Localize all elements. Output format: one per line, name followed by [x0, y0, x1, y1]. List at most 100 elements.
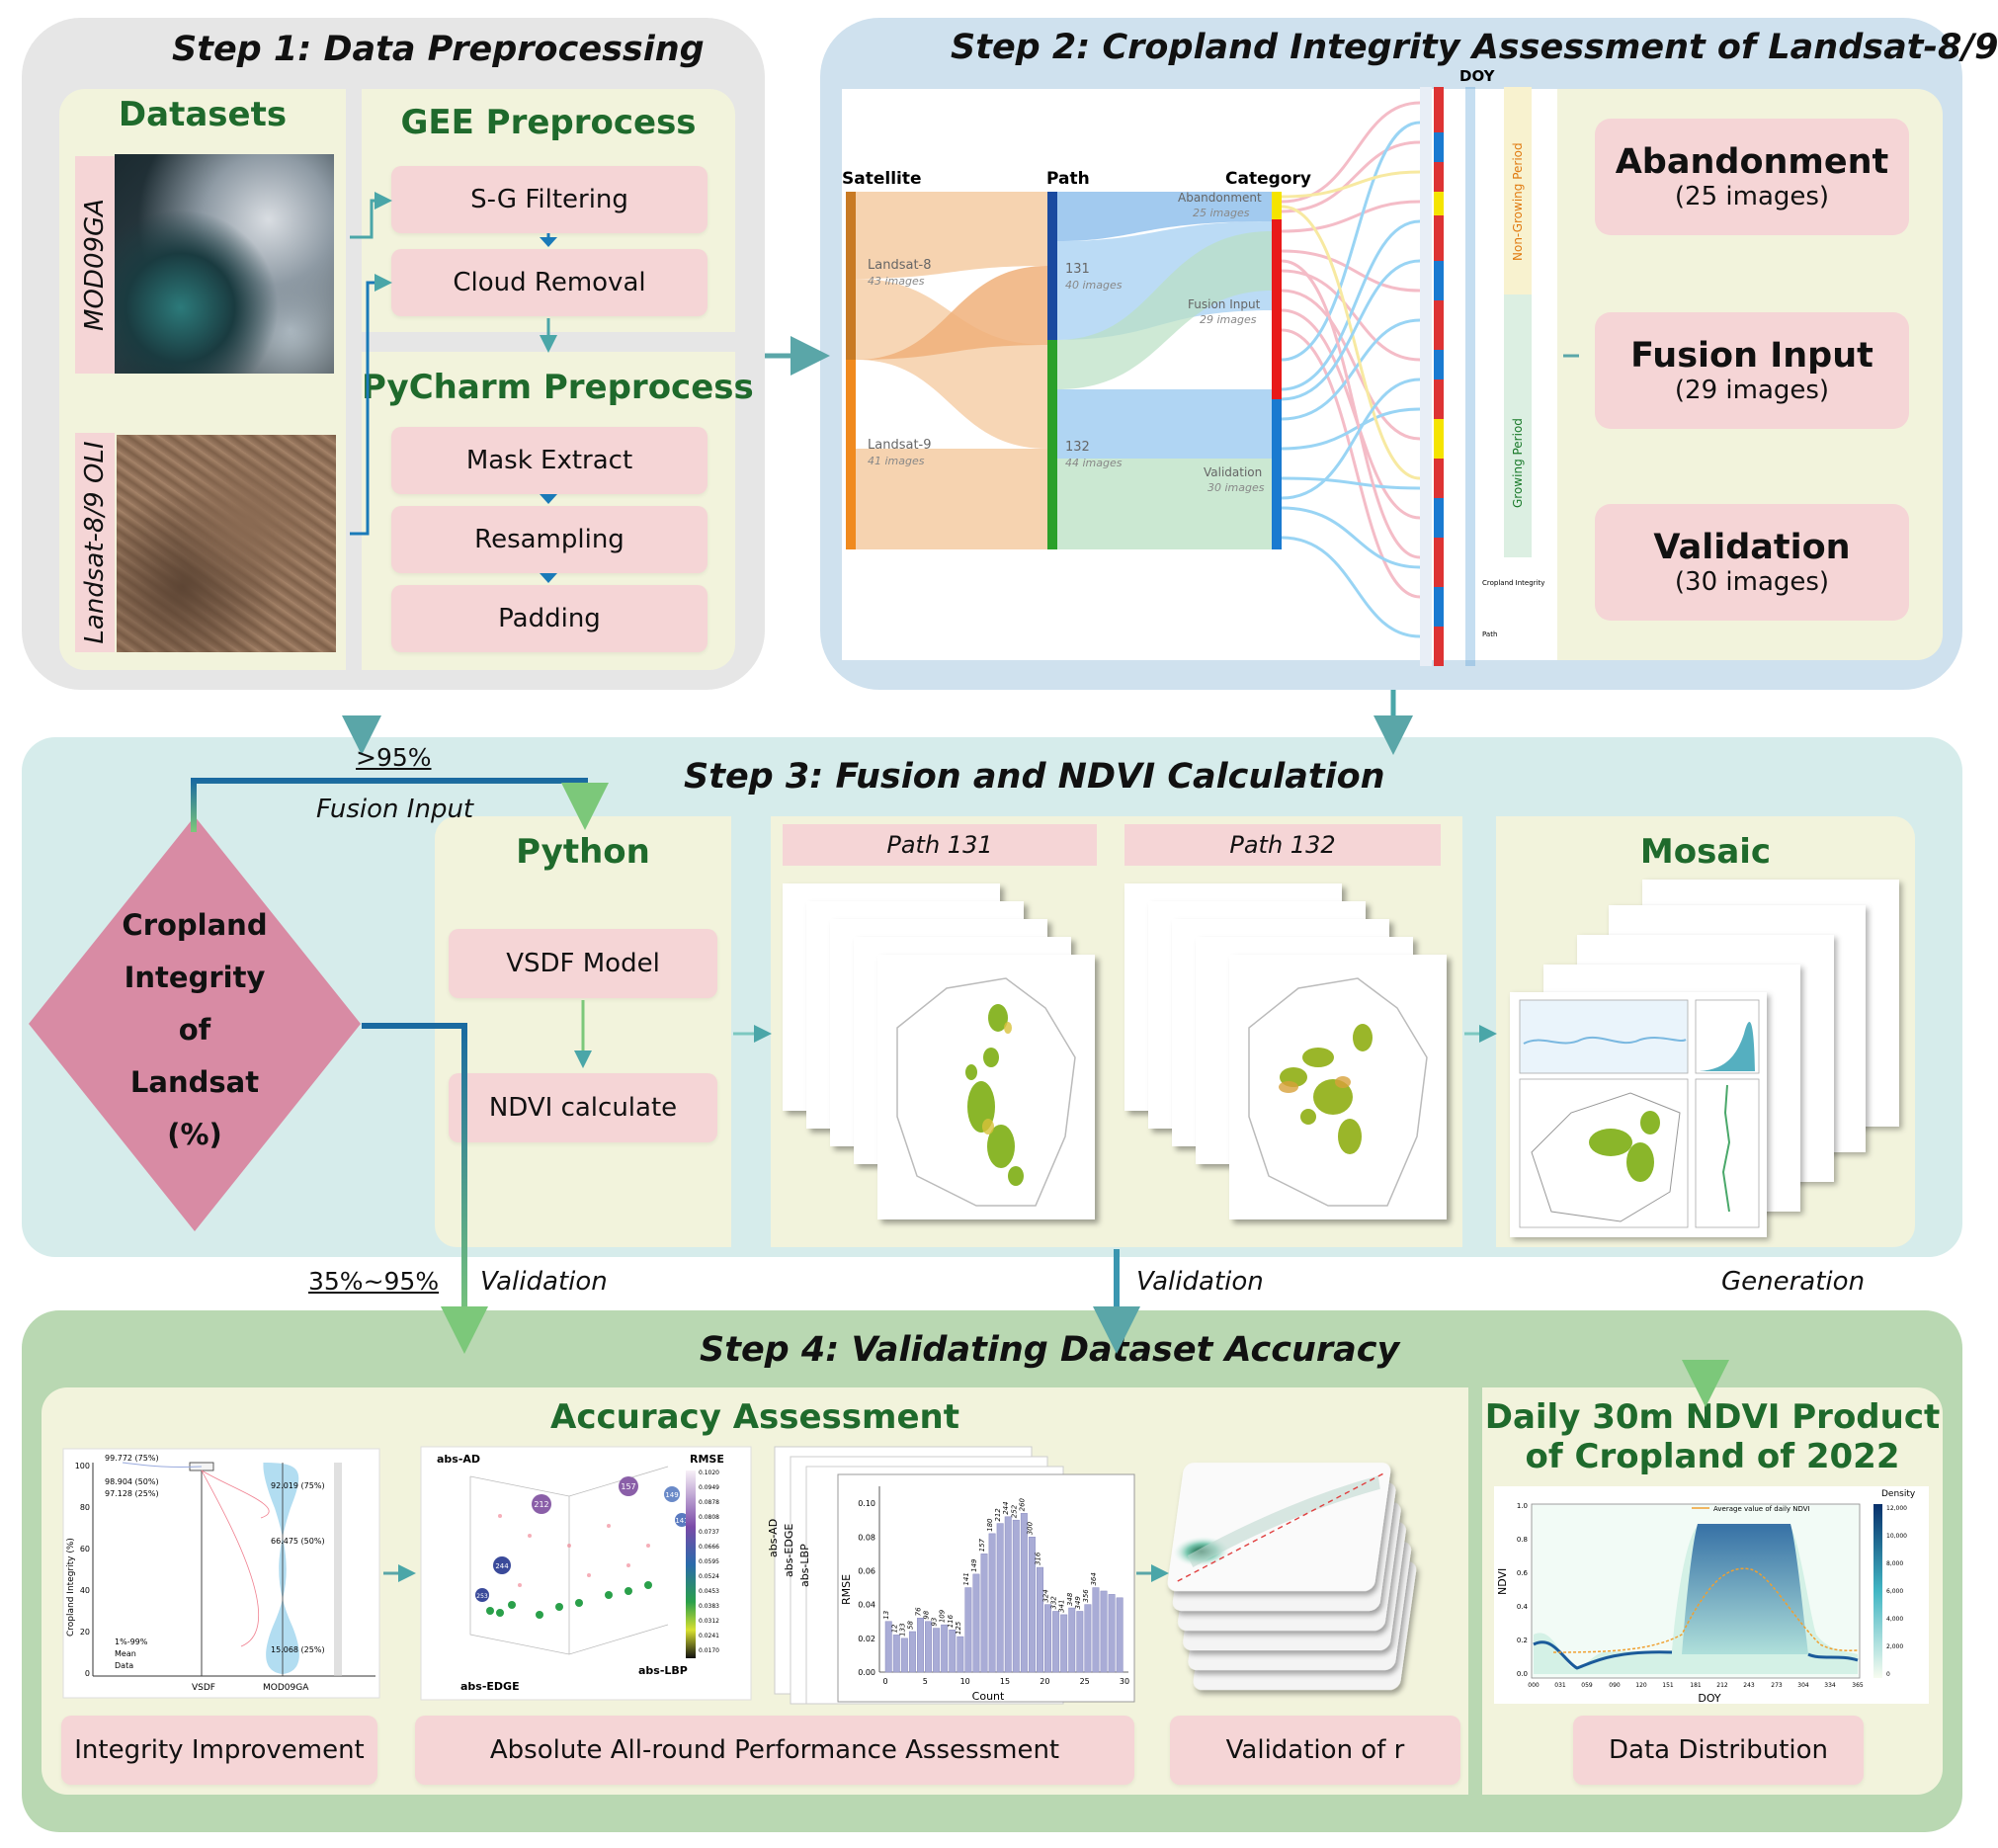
- bubble-label: 141: [675, 1517, 688, 1525]
- bar-xtick: 30: [1120, 1677, 1129, 1686]
- padding-box: Padding: [391, 585, 708, 652]
- path132-image-stack: [1124, 883, 1447, 1219]
- threshold-mid-label: 35%~95%: [308, 1267, 440, 1296]
- bar-14: [988, 1533, 996, 1673]
- sankey-cat3: Validation: [1204, 465, 1262, 479]
- bar-back-label: abs-EDGE: [783, 1524, 795, 1577]
- sankey-col-satellite: Satellite: [842, 169, 922, 189]
- path131-image-stack: [783, 883, 1095, 1219]
- density-tick: 4,000: [1886, 1616, 1903, 1623]
- ndvi-xtick: 334: [1824, 1682, 1836, 1689]
- bar-data-label: 260: [1018, 1497, 1026, 1511]
- ndvi-ytick: 0.2: [1517, 1637, 1528, 1644]
- scatter3d-chart: abs-AD RMSE abs-EDGE abs-LBP 212 157 149…: [420, 1446, 752, 1701]
- colorbar-tick: 0.0737: [699, 1529, 719, 1536]
- colorbar-tick: 0.0312: [699, 1618, 719, 1625]
- violin-legend-3: Data: [115, 1661, 133, 1670]
- python-heading: Python: [516, 832, 650, 872]
- bar-12: [972, 1573, 980, 1673]
- pycharm-heading: PyCharm Preprocess: [362, 368, 754, 407]
- ndvi-xtick: 120: [1635, 1682, 1647, 1689]
- bar-21: [1044, 1604, 1052, 1673]
- decision-line-5: (%): [167, 1118, 222, 1151]
- colorbar-tick: 0.0453: [699, 1588, 719, 1595]
- bar-25: [1076, 1611, 1084, 1673]
- sankey-path2-count: 44 images: [1065, 457, 1123, 469]
- validation-count: (30 images): [1674, 567, 1830, 597]
- bar-ytick: 0.00: [858, 1668, 875, 1677]
- colorbar-tick: 0.0383: [699, 1603, 719, 1610]
- colorbar-tick: 0.0666: [699, 1544, 719, 1551]
- ndvi-density-label: Density: [1881, 1489, 1916, 1499]
- bar-data-label: 364: [1090, 1572, 1098, 1585]
- sankey-col-path: Path: [1046, 169, 1090, 189]
- validation-label: Validation: [1653, 528, 1851, 567]
- density-tick: 0: [1886, 1671, 1890, 1678]
- abandonment-count: (25 images): [1674, 182, 1830, 211]
- sankey-sat2-count: 41 images: [868, 455, 925, 467]
- ndvi-xtick: 000: [1528, 1682, 1540, 1689]
- mosaic-image-stack: [1510, 880, 1899, 1237]
- colorbar-tick: 0.1020: [699, 1470, 719, 1476]
- all-round-assessment-label: Absolute All-round Performance Assessmen…: [415, 1716, 1134, 1785]
- bubble-label: 212: [534, 1500, 548, 1509]
- gee-heading: GEE Preprocess: [400, 103, 697, 142]
- bar-30: [1116, 1597, 1124, 1673]
- scatter3d-colorbar-ticks: 0.1020 0.0949 0.0878 0.0808 0.0737 0.066…: [699, 1470, 719, 1654]
- ndvi-xtick: 304: [1797, 1682, 1809, 1689]
- bar-8: [941, 1624, 949, 1673]
- sankey-sat1: Landsat-8: [868, 258, 932, 273]
- bar-data-label: 300: [1026, 1521, 1034, 1535]
- colorbar-tick: 0.0595: [699, 1558, 719, 1565]
- bar-ytick: 0.04: [858, 1601, 875, 1610]
- sankey-cat2: Fusion Input: [1188, 297, 1261, 311]
- bar-29: [1108, 1594, 1116, 1673]
- bar-xtick: 10: [960, 1677, 970, 1686]
- landsat-label-bar: [75, 433, 115, 652]
- bar-data-label: 244: [1002, 1501, 1010, 1514]
- bar-data-label: 76: [914, 1607, 922, 1616]
- bar-2: [892, 1635, 900, 1673]
- density-tick: 6,000: [1886, 1588, 1903, 1595]
- threshold-high-label: >95%: [356, 743, 432, 772]
- bar-xtick: 20: [1040, 1677, 1049, 1686]
- ndvi-xtick: 273: [1771, 1682, 1783, 1689]
- bar-ylabel: RMSE: [840, 1574, 853, 1605]
- mod09ga-label-bar: [75, 156, 115, 374]
- step4-title: Step 4: Validating Dataset Accuracy: [700, 1330, 1400, 1370]
- bar-xtick: 15: [1000, 1677, 1010, 1686]
- fusion-input-box: Fusion Input (29 images): [1595, 312, 1909, 429]
- ndvi-legend: Average value of daily NDVI: [1713, 1505, 1810, 1513]
- violin-yticks: 100 80 60 40 20 0: [75, 1462, 90, 1678]
- sankey-diagram: Satellite Path Category DOY: [842, 67, 1544, 666]
- ndvi-ytick: 0.4: [1517, 1603, 1529, 1611]
- bar-ytick: 0.06: [858, 1566, 875, 1575]
- ndvi-density-chart: NDVI DOY 1.0 0.8 0.6 0.4 0.2 0.0 Average…: [1494, 1486, 1929, 1705]
- bar-data-label: 109: [939, 1609, 947, 1623]
- sankey-cat3-count: 30 images: [1207, 481, 1265, 494]
- bar-3: [900, 1638, 908, 1673]
- abandonment-label: Abandonment: [1615, 142, 1889, 182]
- period-growing: Growing Period: [1511, 418, 1525, 508]
- bubble-label: 149: [665, 1491, 678, 1499]
- violin-b1: 92.019 (75%): [271, 1481, 325, 1490]
- bar-data-label: 13: [882, 1611, 890, 1620]
- colorbar-tick: 0.0878: [699, 1499, 719, 1506]
- colorbar-tick: 0.0524: [699, 1573, 719, 1580]
- violin-b3: 15.068 (25%): [271, 1645, 325, 1654]
- ndvi-xtick: 243: [1743, 1682, 1755, 1689]
- bar-data-label: 212: [994, 1508, 1002, 1522]
- bar-xtick: 25: [1080, 1677, 1090, 1686]
- period-non-growing: Non-Growing Period: [1511, 142, 1525, 261]
- violin-b2: 66.475 (50%): [271, 1537, 325, 1546]
- step3-title: Step 3: Fusion and NDVI Calculation: [684, 757, 1385, 797]
- data-distribution-label: Data Distribution: [1573, 1716, 1864, 1785]
- fusion-input-arrow-label: Fusion Input: [316, 795, 474, 824]
- rmse-bar-chart: abs-AD abs-EDGE abs-LBP RMSE Count 0.100…: [767, 1446, 1135, 1705]
- product-heading-2: of Cropland of 2022: [1525, 1437, 1900, 1476]
- bar-10: [957, 1636, 964, 1673]
- ndvi-xtick: 151: [1662, 1682, 1674, 1689]
- bar-data-label: 349: [1074, 1596, 1082, 1610]
- bubble-label: 244: [495, 1562, 509, 1570]
- bar-5: [917, 1618, 924, 1673]
